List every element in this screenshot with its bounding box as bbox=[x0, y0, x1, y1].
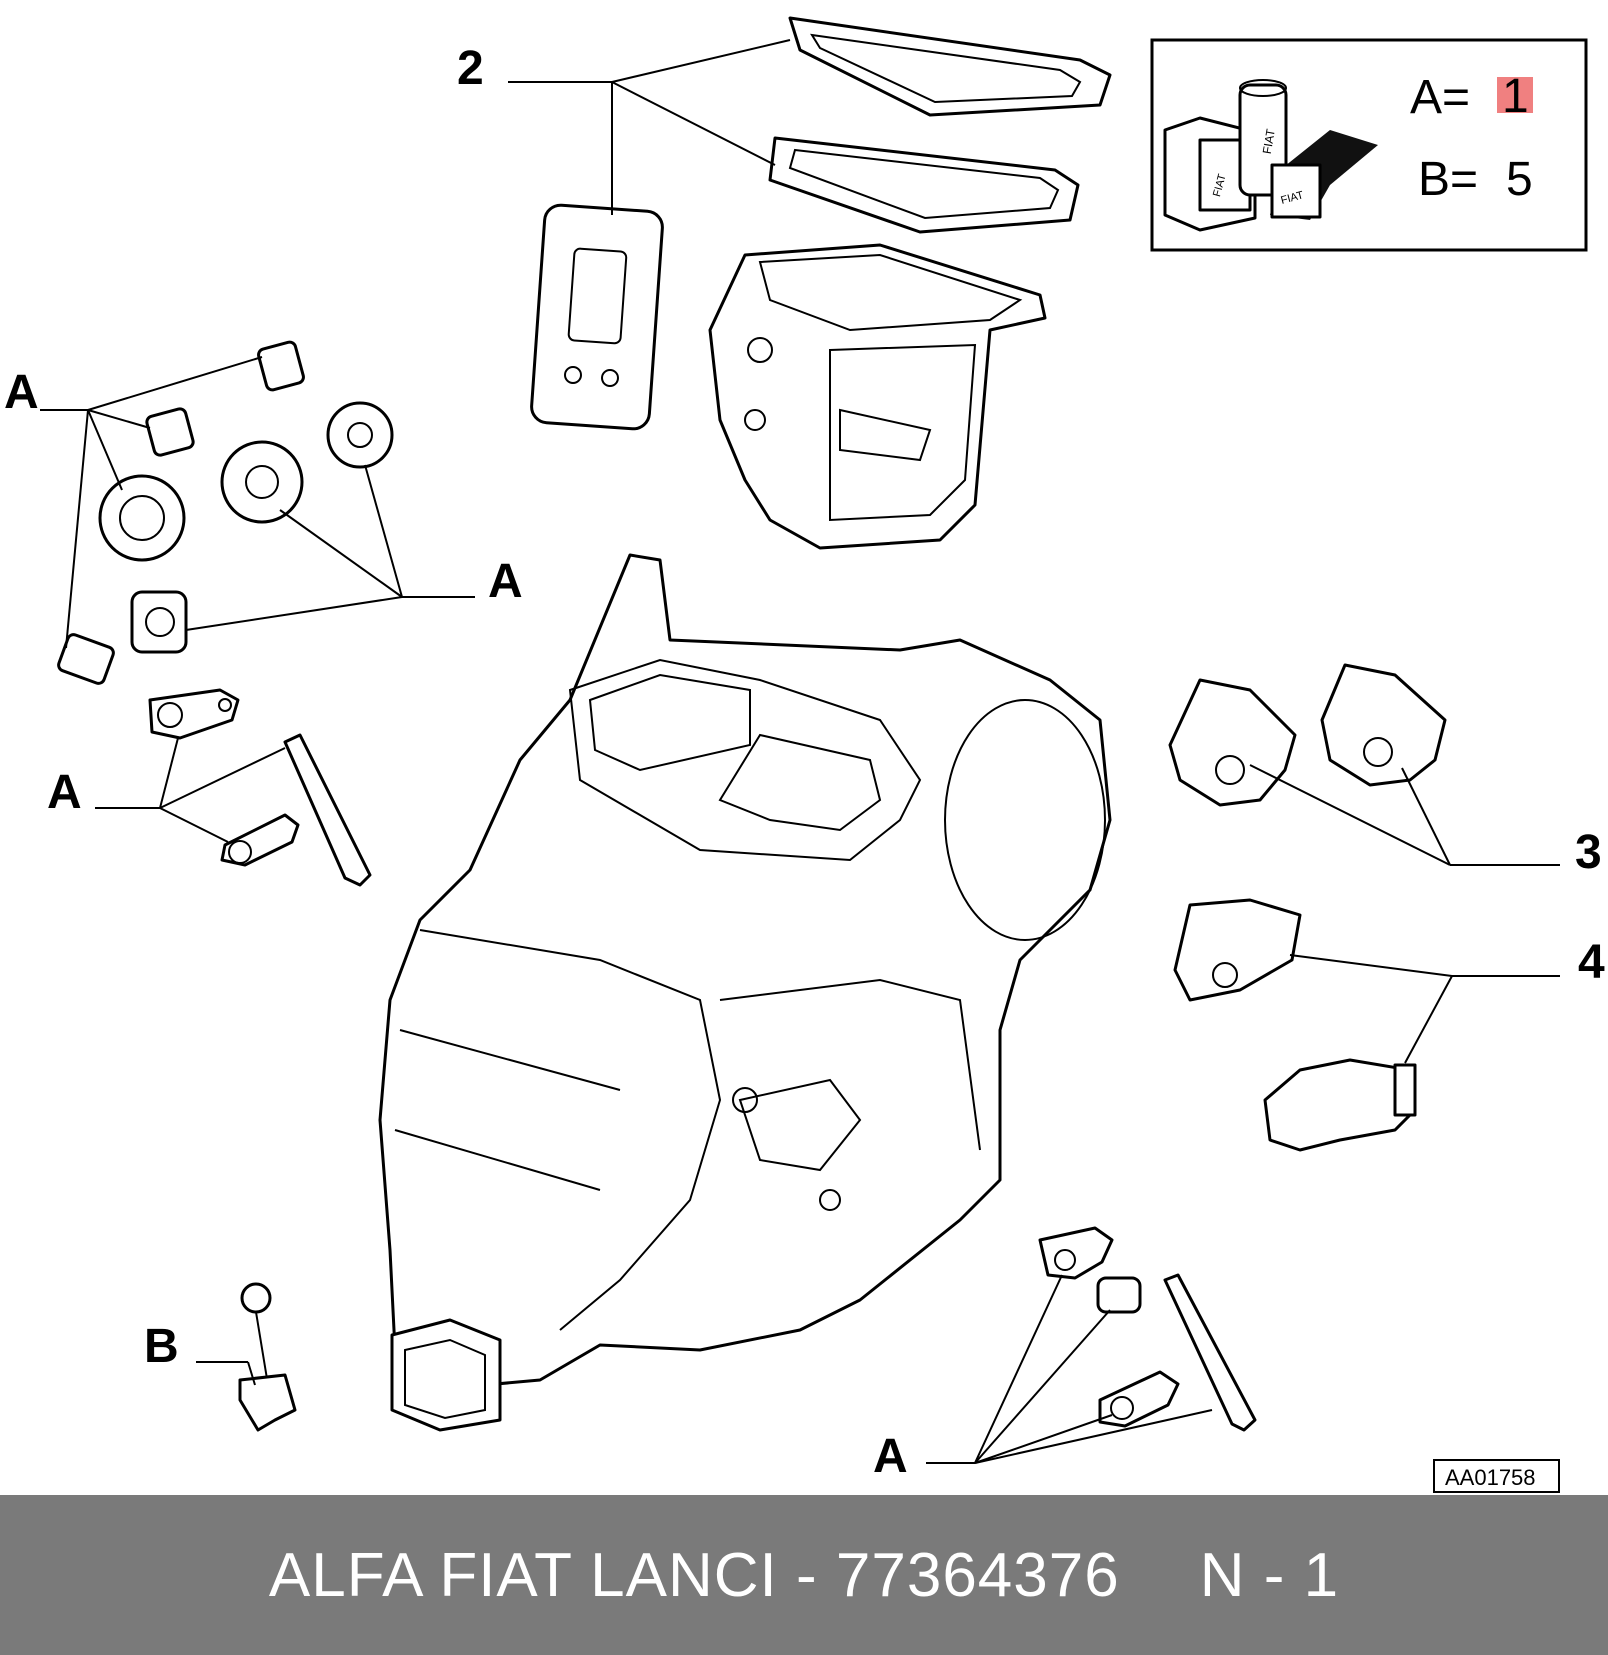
svg-text:FIAT: FIAT bbox=[1260, 127, 1278, 155]
quantity-legend: FIAT FIAT FIAT A= 1 B= 5 bbox=[1150, 38, 1588, 252]
callout-a-bottom-leaders bbox=[926, 1274, 1213, 1464]
callout-a-upper-leaders bbox=[40, 356, 475, 649]
callout-a-left-low: A bbox=[47, 766, 82, 819]
callout-3-leaders bbox=[1249, 764, 1560, 866]
callout-b-leader-2 bbox=[247, 1361, 256, 1386]
legend-b-value: 5 bbox=[1506, 153, 1533, 206]
blower-housing bbox=[708, 243, 1047, 550]
legend-a-label: A= bbox=[1410, 71, 1470, 124]
footer-position: N - 1 bbox=[1199, 1540, 1340, 1610]
svg-text:FIAT: FIAT bbox=[1211, 173, 1229, 199]
footer-brand-part: ALFA FIAT LANCI - 77364376 bbox=[268, 1540, 1120, 1610]
callout-3: 3 bbox=[1575, 826, 1602, 879]
callout-4: 4 bbox=[1578, 936, 1605, 989]
part-3-actuators bbox=[1168, 663, 1447, 807]
hvac-main-unit bbox=[378, 553, 1112, 1432]
exploded-parts-diagram: 2 bbox=[4, 16, 1605, 1493]
callout-2: 2 bbox=[457, 42, 484, 95]
callout-a-bottom: A bbox=[873, 1430, 908, 1483]
fiat-packaging-icon: FIAT FIAT FIAT bbox=[1163, 79, 1378, 232]
small-parts-a-upper bbox=[57, 340, 394, 685]
drawing-code: AA01758 bbox=[1445, 1465, 1536, 1490]
legend-a-highlight bbox=[1497, 77, 1533, 113]
drawing-code-box bbox=[1433, 1459, 1560, 1493]
callout-b: B bbox=[144, 1320, 179, 1373]
part-2-gaskets bbox=[530, 16, 1112, 431]
callout-a-mid: A bbox=[488, 555, 523, 608]
part-4-actuators bbox=[1173, 898, 1417, 1152]
svg-text:FIAT: FIAT bbox=[1280, 189, 1306, 207]
callout-4-leaders bbox=[1289, 954, 1560, 1064]
part-b-sensor bbox=[238, 1282, 297, 1432]
legend-a-value: 1 bbox=[1502, 70, 1529, 123]
small-parts-a-bottom bbox=[1038, 1226, 1257, 1432]
callout-a-lever-leaders bbox=[95, 737, 286, 843]
legend-b-label: B= bbox=[1418, 153, 1478, 206]
small-parts-a-levers bbox=[148, 688, 372, 887]
part-number-footer: ALFA FIAT LANCI - 77364376 N - 1 bbox=[0, 1495, 1608, 1655]
callout-a-left-top: A bbox=[4, 366, 39, 419]
callout-2-leaders bbox=[508, 39, 791, 215]
